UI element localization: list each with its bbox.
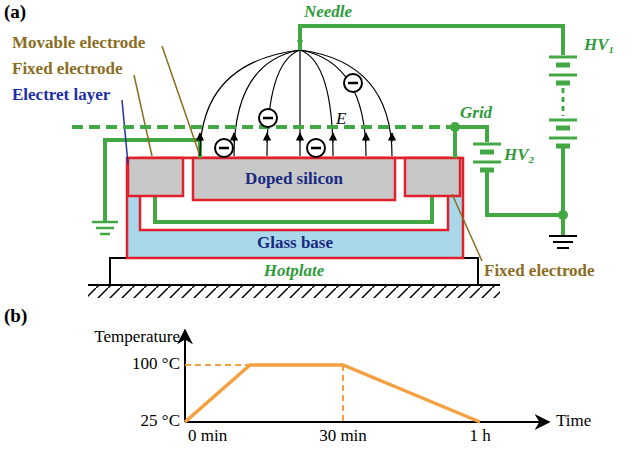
panel-tag: (b) (4, 306, 27, 327)
ground-wire (105, 140, 200, 222)
movable-electrode (193, 158, 395, 200)
hv1-battery (549, 57, 577, 146)
tick-label: 100 °C (132, 355, 180, 374)
part-name: Movable electrode (12, 34, 145, 53)
cavity (140, 158, 448, 230)
leader-line (122, 100, 128, 164)
axis-title: Temperature (94, 328, 180, 347)
hv2-wire (487, 172, 563, 215)
axis-title: Time (556, 412, 591, 431)
hv1-wire (561, 148, 565, 236)
part-name: Grid (460, 104, 492, 123)
tick-label: 30 min (319, 427, 367, 446)
hotplate-body (110, 258, 478, 285)
leader-line (452, 194, 482, 261)
y-axis (184, 330, 186, 422)
tick-label: 1 h (469, 427, 490, 446)
x-axis (185, 421, 549, 423)
electrons (215, 74, 362, 157)
leader-line (162, 46, 200, 156)
glass-base-body (127, 158, 463, 258)
field-symbol: E (336, 110, 346, 129)
needle-tip (297, 40, 303, 50)
silicon-label-box: Doped silicon (193, 158, 395, 200)
tick-label: 0 min (188, 427, 227, 446)
ground-symbol (549, 236, 577, 248)
needle-wire (300, 26, 563, 55)
part-name: Fixed electrode (484, 262, 595, 281)
part-name: Fixed electrode (12, 60, 123, 79)
node-text: Glass base (257, 234, 333, 253)
node-text: Doped silicon (245, 170, 343, 189)
source-name: HV₂ (504, 146, 535, 165)
hv2-battery (473, 144, 501, 170)
temperature-profile (185, 365, 480, 422)
bench-hatch (88, 286, 500, 298)
tick-label: 25 °C (141, 412, 180, 431)
part-name: Electret layer (12, 86, 110, 105)
node-text: Hotplate (264, 262, 324, 281)
leader-line (134, 75, 152, 156)
junction-dot (450, 122, 460, 132)
field-lines (200, 50, 392, 156)
guide-line (185, 365, 343, 422)
source-name: HV₁ (584, 36, 615, 55)
hotplate-box: Hotplate (110, 258, 478, 285)
junction-dot (558, 210, 568, 220)
ground-symbol (92, 222, 118, 234)
fixed-electrode (128, 158, 183, 196)
fixed-electrode (405, 158, 460, 196)
part-name: Needle (304, 3, 352, 22)
glass-base-box: Glass base (127, 230, 463, 257)
panel-tag: (a) (4, 2, 26, 23)
